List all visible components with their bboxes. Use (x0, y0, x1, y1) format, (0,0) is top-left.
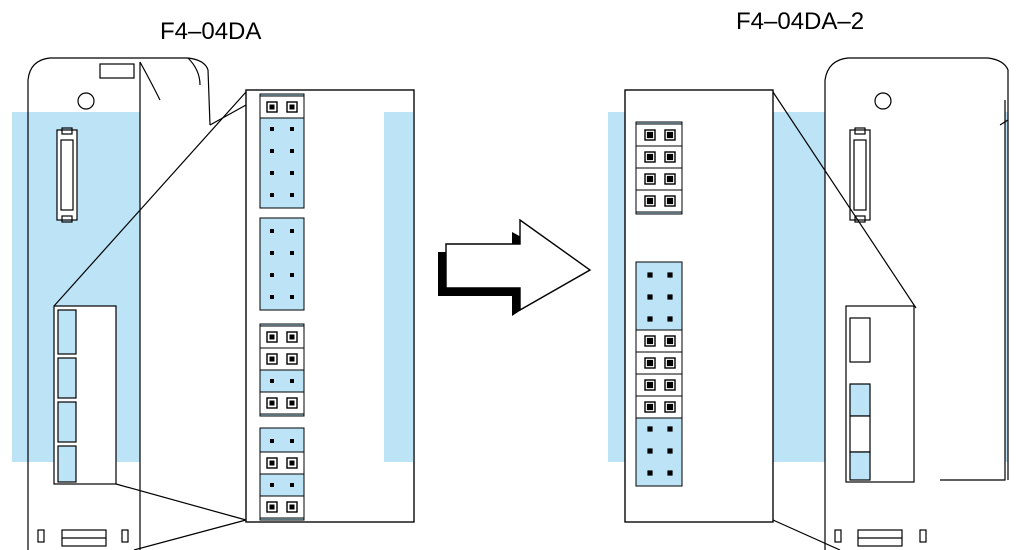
right-module-title: F4–04DA–2 (736, 8, 865, 35)
right-jumper-blocks (635, 121, 683, 487)
jumper-block (259, 217, 305, 311)
top-slot (99, 63, 135, 79)
left-mini-jumpers (57, 309, 77, 483)
jumper-block (259, 93, 305, 209)
mount-hole-icon (874, 92, 892, 110)
arrow-right-icon (438, 218, 592, 316)
jumper-block (635, 121, 683, 215)
left-module-title: F4–04DA (160, 18, 262, 45)
right-mini-jumpers (849, 317, 871, 481)
backplane-connector (56, 129, 78, 221)
left-module (12, 57, 247, 550)
right-module (608, 57, 1009, 550)
jumper-block (635, 261, 683, 487)
left-zoom-panel (245, 89, 415, 523)
jumper-block (259, 427, 305, 521)
mount-hole-icon (77, 92, 95, 110)
left-jumper-blocks (259, 93, 305, 521)
jumper-block (259, 323, 305, 417)
